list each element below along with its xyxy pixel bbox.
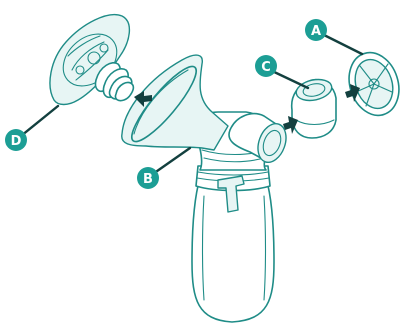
leader-line-c [270,70,308,88]
svg-text:D: D [11,134,22,149]
callout-c: C [255,55,277,77]
leader-line-a [322,34,362,54]
valve-cap [292,76,336,138]
callout-d: D [5,129,27,151]
svg-text:C: C [261,60,271,75]
svg-text:B: B [143,172,153,187]
svg-text:A: A [311,24,321,39]
valve-membrane [341,46,404,122]
callout-a: A [305,19,327,41]
callout-b: B [137,167,159,189]
massage-cushion [50,15,133,105]
